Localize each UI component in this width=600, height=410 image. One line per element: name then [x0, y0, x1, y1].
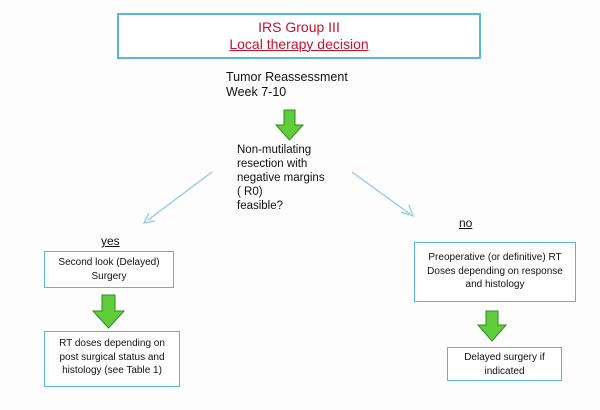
- no-branch-connector: [351, 171, 414, 217]
- rt-doses-line-2: post surgical status and: [59, 351, 165, 363]
- preoperative-line-1: Preoperative (or definitive) RT: [428, 252, 562, 263]
- yes-branch-connector: [142, 171, 213, 224]
- question-line-2: resection with: [237, 158, 308, 170]
- rt-doses-box: RT doses depending on post surgical stat…: [44, 331, 180, 387]
- rt-doses-line-3: histology (see Table 1): [62, 365, 162, 376]
- decision-question: Non-mutilating resection with negative m…: [237, 143, 325, 213]
- title-box: IRS Group III Local therapy decision: [117, 13, 481, 59]
- second-look-line-2: Surgery: [91, 270, 127, 282]
- no-label: no: [459, 216, 473, 230]
- arrow-to-rt-doses-icon: [91, 294, 126, 329]
- question-line-3: negative margins: [237, 172, 325, 184]
- reassessment-text: Tumor Reassessment Week 7-10: [226, 70, 348, 100]
- arrow-to-delayed-surgery-icon: [476, 310, 508, 342]
- delayed-surgery-box: Delayed surgery if indicated: [447, 347, 562, 381]
- title-line-1: IRS Group III: [258, 19, 340, 35]
- question-line-1: Non-mutilating: [237, 144, 312, 156]
- preoperative-line-2: Doses depending on response: [427, 265, 563, 277]
- yes-label: yes: [101, 234, 120, 248]
- delayed-surgery-line-2: indicated: [484, 365, 525, 377]
- preoperative-rt-box: Preoperative (or definitive) RT Doses de…: [414, 242, 576, 302]
- question-line-4: ( R0): [237, 186, 263, 198]
- rt-doses-line-1: RT doses depending on: [59, 338, 165, 349]
- second-look-surgery-box: Second look (Delayed) Surgery: [44, 251, 174, 288]
- question-line-5: feasible?: [237, 200, 284, 212]
- arrow-to-question-icon: [274, 109, 305, 141]
- second-look-line-1: Second look (Delayed): [58, 257, 160, 268]
- reassessment-line-2: Week 7-10: [226, 85, 287, 99]
- preoperative-line-3: and histology: [465, 279, 525, 290]
- title-line-2: Local therapy decision: [229, 36, 369, 52]
- reassessment-line-1: Tumor Reassessment: [226, 70, 348, 84]
- delayed-surgery-line-1: Delayed surgery if: [464, 352, 545, 363]
